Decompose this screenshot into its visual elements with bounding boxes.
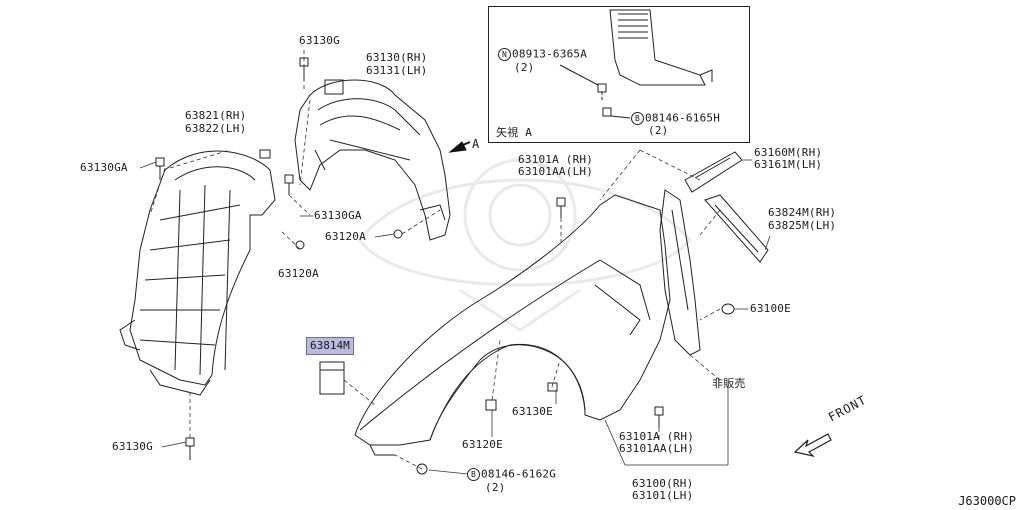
diagram-code: J63000CP [958, 494, 1016, 508]
bottom-b-marker: B [467, 468, 480, 481]
front-fender-part [354, 194, 671, 456]
label-63101-lh[interactable]: 63101(LH) [632, 489, 694, 502]
label-63101a-top-rh[interactable]: 63101A (RH) [518, 153, 594, 166]
label-63120e[interactable]: 63120E [462, 438, 503, 451]
front-liner-part [119, 149, 276, 396]
rear-liner-part [294, 79, 451, 241]
label-63821-rh[interactable]: 63821(RH) [185, 109, 247, 122]
label-63120a-mid[interactable]: 63120A [325, 230, 366, 243]
inset-b-part: 08146-6165H [645, 111, 721, 125]
label-63130ga-left[interactable]: 63130GA [80, 161, 128, 174]
fasteners [155, 57, 664, 475]
inset-frame [488, 6, 750, 143]
watermark-emblem [358, 158, 692, 332]
view-arrow [448, 141, 471, 153]
bolt-qty-bottom: (2) [485, 481, 506, 494]
leader-lines [149, 50, 721, 470]
label-63824m-rh[interactable]: 63824M(RH) [768, 206, 837, 219]
label-63160m-rh[interactable]: 63160M(RH) [754, 146, 823, 159]
label-63100e[interactable]: 63100E [750, 302, 791, 315]
inset-detail [559, 9, 713, 119]
inset-view-label: 矢視 A [496, 126, 533, 139]
label-63120a-left[interactable]: 63120A [278, 267, 319, 280]
front-arrow-icon [793, 433, 832, 458]
label-63130e[interactable]: 63130E [512, 405, 553, 418]
view-arrow-label: A [472, 137, 480, 151]
label-63130g-top[interactable]: 63130G [299, 34, 340, 47]
label-63101aa-bot-lh[interactable]: 63101AA(LH) [619, 442, 695, 455]
side-trim-part [659, 189, 701, 356]
pad-63814m [319, 361, 345, 395]
label-63101a-bot-rh[interactable]: 63101A (RH) [619, 430, 695, 443]
not-for-sale-note: 非販売 [712, 377, 746, 390]
label-63130ga-mid[interactable]: 63130GA [314, 209, 362, 222]
label-63130-rh[interactable]: 63130(RH) [366, 51, 428, 64]
label-63814m-highlighted[interactable]: 63814M [306, 337, 354, 355]
label-leaders [139, 159, 771, 475]
label-63130g-bottom[interactable]: 63130G [112, 440, 153, 453]
moulding-lower-part [704, 194, 769, 263]
label-63822-lh[interactable]: 63822(LH) [185, 122, 247, 135]
inset-n-qty: (2) [514, 61, 535, 74]
label-63100-rh[interactable]: 63100(RH) [632, 477, 694, 490]
label-63825m-lh[interactable]: 63825M(LH) [768, 219, 837, 232]
moulding-upper-part [684, 151, 743, 193]
label-63131-lh[interactable]: 63131(LH) [366, 64, 428, 77]
bolt-08146-6162g: 08146-6162G [481, 467, 557, 481]
label-63161m-lh[interactable]: 63161M(LH) [754, 158, 823, 171]
inset-n-part: 08913-6365A [512, 47, 588, 61]
inset-n-marker: N [498, 48, 511, 61]
inset-b-marker: B [631, 112, 644, 125]
inset-b-qty: (2) [648, 124, 669, 137]
clip-63100e [721, 303, 735, 315]
label-63101aa-top-lh[interactable]: 63101AA(LH) [518, 165, 594, 178]
